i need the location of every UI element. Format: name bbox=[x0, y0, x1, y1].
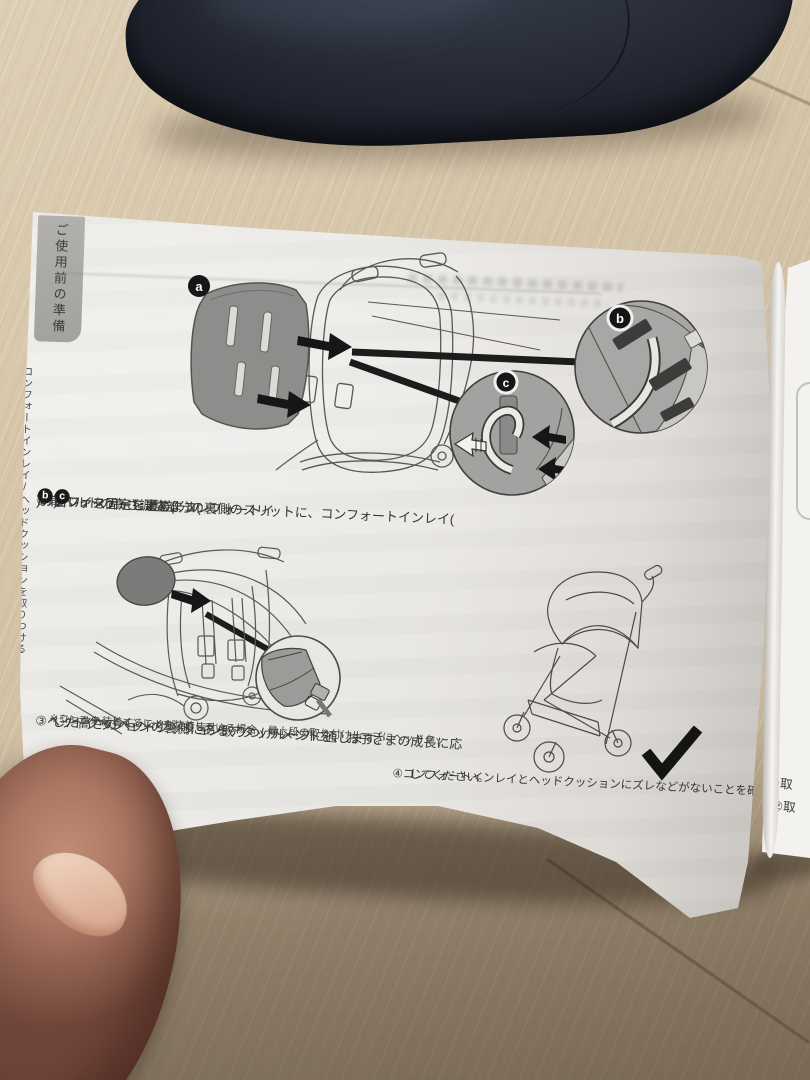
press-arrow-icon bbox=[532, 425, 566, 449]
next-page-box-outline bbox=[796, 382, 810, 520]
press-arrow-icon bbox=[538, 457, 572, 481]
badge-a: a bbox=[188, 275, 210, 297]
head-cushion-pad bbox=[116, 556, 176, 606]
insert-arrow-icon bbox=[171, 588, 211, 613]
check-icon bbox=[641, 725, 703, 781]
inset-detail-attachment bbox=[255, 635, 341, 721]
badge-a-label: a bbox=[195, 279, 203, 294]
inset-detail-c: c bbox=[449, 369, 575, 496]
badge-b-label: b bbox=[616, 311, 624, 326]
insert-arrow-icon bbox=[257, 333, 352, 418]
diagram-full-stroller bbox=[503, 564, 663, 773]
step-2-text-part: ンレイを固定します( bbox=[53, 493, 175, 515]
diagram-attach-inlay bbox=[275, 252, 561, 473]
pull-arrow-icon bbox=[453, 431, 487, 458]
comfort-inlay-pad bbox=[190, 282, 310, 430]
badge-c-label: c bbox=[503, 376, 510, 390]
step-2-text-part: )。 bbox=[53, 493, 72, 510]
inset-detail-b: b bbox=[574, 300, 708, 434]
connector-lines bbox=[204, 348, 581, 657]
